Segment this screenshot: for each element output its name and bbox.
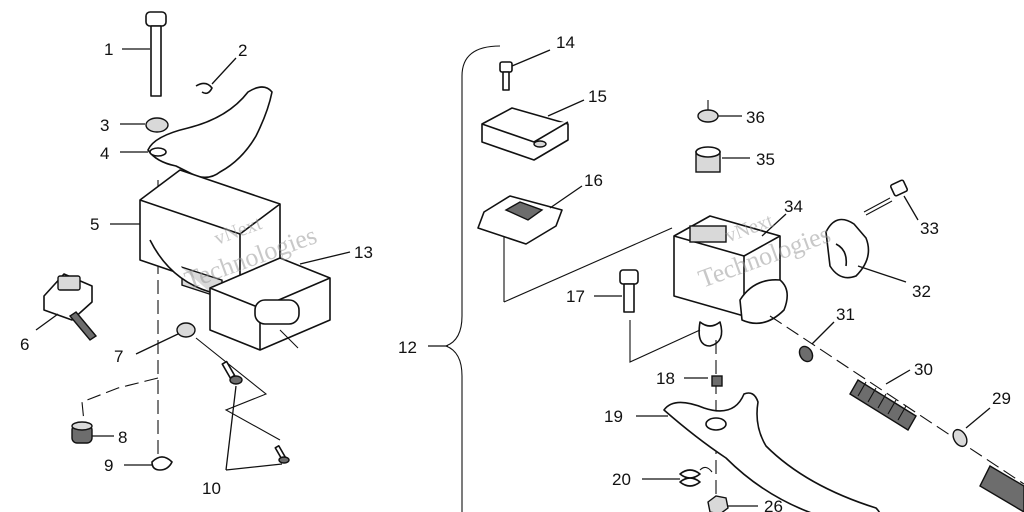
part-17-pivot-bolt	[619, 269, 639, 313]
leader-10	[225, 385, 283, 471]
callout-13: 13	[354, 243, 373, 262]
callout-3: 3	[100, 116, 109, 135]
callout-9: 9	[104, 456, 113, 475]
callout-36: 36	[746, 108, 765, 127]
callout-19: 19	[604, 407, 623, 426]
part-19-brake-lever	[663, 392, 881, 512]
leader-14	[511, 49, 551, 67]
callout-34: 34	[784, 197, 803, 216]
callout-1: 1	[104, 40, 113, 59]
part-32-clamp	[825, 218, 870, 279]
leader-30	[885, 369, 911, 385]
callout-14: 14	[556, 33, 575, 52]
leader-32	[857, 265, 907, 283]
part-3-washer	[145, 117, 169, 133]
part-5-switch-housing	[139, 169, 281, 300]
part-33-bolt	[863, 179, 909, 216]
leader-2	[211, 57, 237, 85]
callout-35: 35	[756, 150, 775, 169]
callout-15: 15	[588, 87, 607, 106]
callout-32: 32	[912, 282, 931, 301]
leader-6	[35, 313, 59, 331]
piston	[979, 465, 1024, 512]
callout-5: 5	[90, 215, 99, 234]
callout-20: 20	[612, 470, 631, 489]
part-30-spring	[849, 379, 917, 431]
part-7-nut	[176, 322, 196, 338]
part-16-diaphragm	[477, 195, 563, 245]
callout-18: 18	[656, 369, 675, 388]
part-4-bracket	[147, 86, 273, 179]
part-13-switch-cover	[209, 257, 331, 351]
callout-7: 7	[114, 347, 123, 366]
callout-10: 10	[202, 479, 221, 498]
routing-left-b	[195, 337, 281, 441]
part-20-spring	[679, 466, 713, 487]
leader-34	[761, 213, 787, 237]
callout-2: 2	[238, 41, 247, 60]
callout-8: 8	[118, 428, 127, 447]
callout-17: 17	[566, 287, 585, 306]
leader-7	[135, 333, 179, 355]
callout-6: 6	[20, 335, 29, 354]
part-35-bushing	[695, 146, 721, 173]
part-2-clip	[195, 82, 213, 95]
part-8-grommet	[71, 421, 93, 444]
part-9-eclip	[151, 456, 173, 471]
callout-31: 31	[836, 305, 855, 324]
part-34-master-cylinder	[673, 215, 788, 347]
routing-left-a	[81, 377, 159, 423]
bracket-hole	[149, 147, 167, 157]
part-1-bolt	[145, 11, 167, 97]
callout-4: 4	[100, 144, 109, 163]
leader-13	[299, 251, 351, 265]
leader-15	[547, 99, 585, 117]
leader-33	[903, 195, 919, 221]
callout-30: 30	[914, 360, 933, 379]
part-26-nut	[707, 495, 729, 512]
axis-piston	[769, 315, 1024, 485]
guide-17	[629, 320, 701, 363]
part-36-washer	[697, 109, 719, 123]
part-10-screws	[221, 360, 290, 464]
callout-26: 26	[764, 497, 783, 512]
part-31-washer	[798, 345, 814, 363]
part-15-reservoir-cap	[481, 107, 569, 161]
callout-29: 29	[992, 389, 1011, 408]
leader-31	[811, 321, 835, 345]
leader-29	[965, 407, 991, 429]
part-18-bushing	[711, 375, 723, 387]
leader-16	[549, 185, 583, 209]
part-14-screw	[499, 61, 513, 91]
guide-cap-diagonal	[503, 227, 673, 303]
callout-33: 33	[920, 219, 939, 238]
callout-16: 16	[584, 171, 603, 190]
brace-12	[444, 45, 501, 512]
part-6-switch-button	[43, 273, 98, 341]
part-29-seal	[952, 428, 968, 448]
callout-12: 12	[398, 338, 417, 357]
